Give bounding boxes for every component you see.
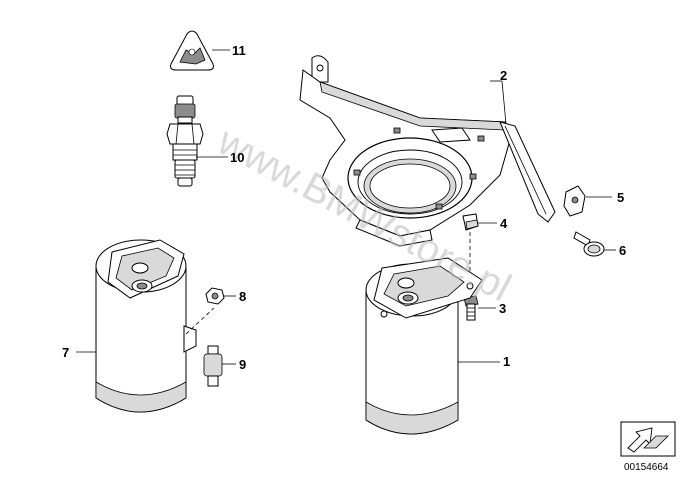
document-number: 00154664 — [624, 462, 669, 473]
callout-9: 9 — [239, 357, 246, 372]
bracket-part — [299, 55, 556, 247]
rubber-mount-part — [203, 345, 223, 387]
callout-11: 11 — [232, 43, 246, 58]
callout-10: 10 — [230, 150, 244, 165]
callout-2: 2 — [500, 68, 507, 83]
warning-label-part — [170, 30, 214, 71]
document-number-box: 00154664 — [620, 421, 676, 473]
nut-part-4 — [462, 213, 479, 231]
callout-1: 1 — [503, 354, 510, 369]
callout-6: 6 — [619, 243, 626, 258]
arrow-icon — [627, 427, 653, 453]
callout-5: 5 — [617, 190, 624, 205]
bolt-part-6 — [573, 231, 605, 257]
callout-3: 3 — [499, 301, 506, 316]
dryer-part-7 — [95, 239, 197, 413]
callout-7: 7 — [62, 345, 69, 360]
pressure-switch-part — [166, 95, 204, 187]
callout-8: 8 — [239, 289, 246, 304]
leader-lines — [76, 49, 616, 365]
assembly-line-8 — [185, 307, 215, 335]
nut-part-8 — [205, 287, 225, 305]
clip-nut-part — [563, 185, 586, 217]
callout-4: 4 — [500, 216, 508, 231]
dryer-part-1 — [365, 257, 483, 435]
